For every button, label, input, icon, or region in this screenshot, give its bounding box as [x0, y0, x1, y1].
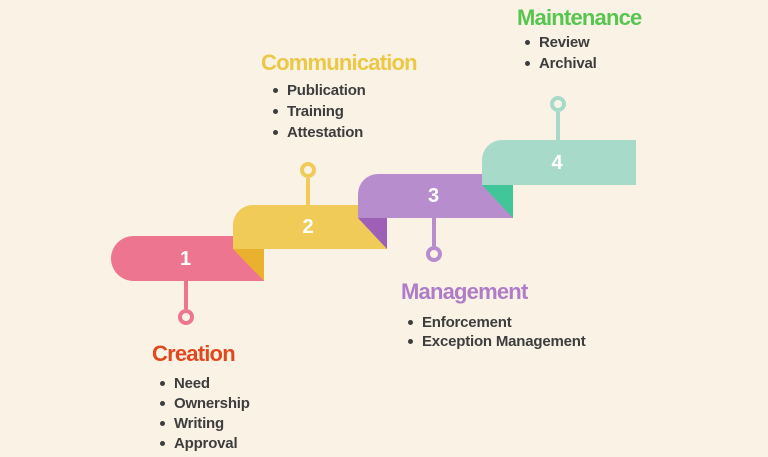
bullet-label: Approval — [174, 434, 238, 452]
step-3-bullet-list: Enforcement Exception Management — [408, 313, 586, 351]
step-2-bullet-list: Publication Training Attestation — [273, 80, 366, 143]
step-1-bullet-list: Need Ownership Writing Approval — [160, 373, 250, 453]
bullet-item: Approval — [160, 433, 250, 453]
bullet-label: Enforcement — [422, 314, 512, 331]
bullet-label: Need — [174, 374, 210, 392]
bullet-item: Review — [525, 32, 597, 53]
step-3-number: 3 — [427, 185, 440, 207]
step-1-pin-icon — [178, 309, 194, 325]
step-3-pin-stem — [432, 218, 436, 246]
bullet-dot — [273, 88, 278, 93]
bullet-dot — [273, 109, 278, 114]
bullet-dot — [525, 61, 530, 66]
bullet-item: Archival — [525, 53, 597, 74]
bullet-dot — [273, 130, 278, 135]
step-2-pin-icon — [300, 162, 316, 178]
bullet-item: Enforcement — [408, 313, 586, 332]
step-4-pin-icon — [550, 96, 566, 112]
bullet-label: Training — [287, 103, 344, 120]
bullet-label: Exception Management — [422, 333, 586, 350]
bullet-item: Writing — [160, 413, 250, 433]
step-2-title: Communication — [261, 50, 418, 75]
step-3-pin-icon — [426, 246, 442, 262]
bullet-dot — [160, 400, 165, 406]
step-4-bullet-list: Review Archival — [525, 32, 597, 74]
step-3-title: Management — [401, 279, 528, 304]
bullet-label: Publication — [287, 82, 366, 99]
bullet-label: Writing — [174, 414, 224, 432]
step-4-title: Maintenance — [517, 5, 642, 30]
bullet-label: Ownership — [174, 394, 250, 412]
bullet-dot — [160, 380, 165, 386]
bullet-dot — [408, 339, 413, 344]
step-4-ribbon: 4 — [482, 140, 636, 185]
bullet-dot — [408, 320, 413, 325]
step-1-pin-stem — [184, 281, 188, 309]
bullet-item: Exception Management — [408, 332, 586, 351]
step-1-title: Creation — [152, 341, 236, 366]
bullet-label: Archival — [539, 55, 597, 72]
bullet-dot — [160, 420, 165, 426]
bullet-dot — [525, 40, 530, 45]
step-2-pin-stem — [306, 178, 310, 205]
step-1-number: 1 — [179, 247, 192, 270]
step-2-number: 2 — [302, 216, 314, 238]
step-4-pin-stem — [556, 112, 560, 140]
bullet-item: Training — [273, 101, 366, 122]
bullet-item: Need — [160, 373, 250, 393]
bullet-label: Review — [539, 34, 590, 51]
bullet-item: Publication — [273, 80, 366, 101]
bullet-item: Attestation — [273, 122, 366, 143]
step-4-number: 4 — [551, 151, 563, 174]
bullet-dot — [160, 440, 165, 446]
bullet-label: Attestation — [287, 124, 364, 141]
bullet-item: Ownership — [160, 393, 250, 413]
